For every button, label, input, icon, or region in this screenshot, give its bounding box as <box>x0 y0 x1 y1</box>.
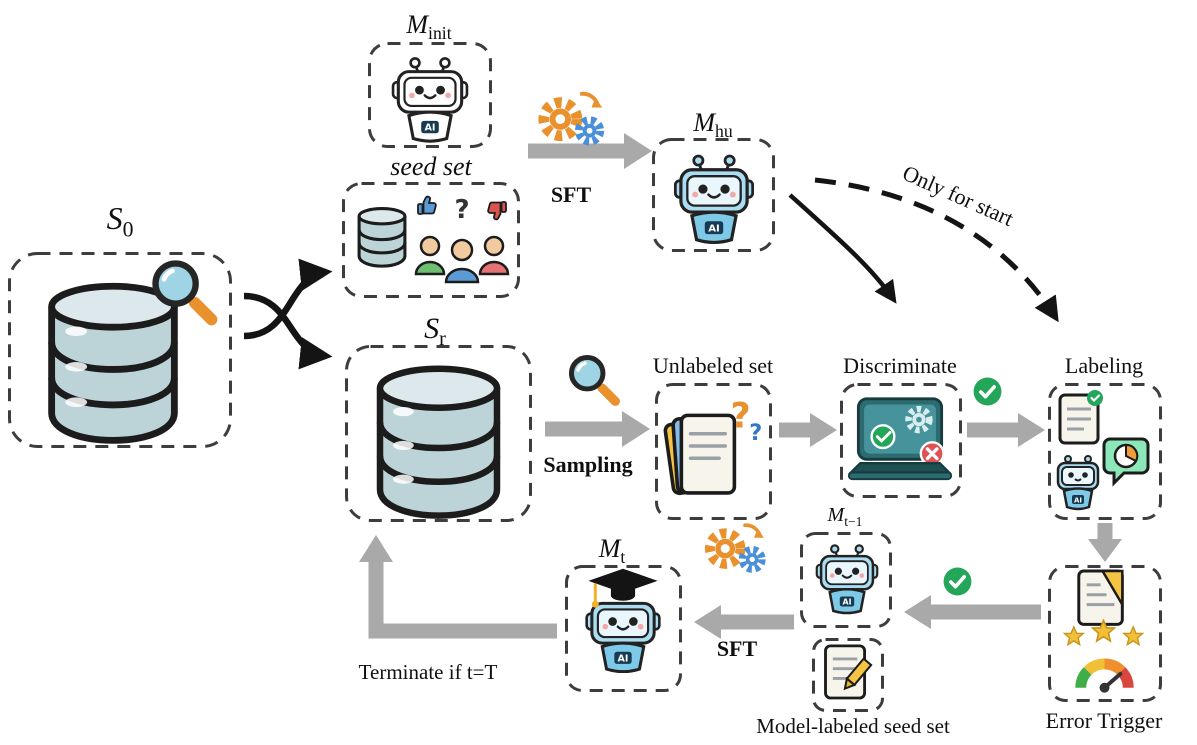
arrow-sampling-head <box>622 411 650 447</box>
magnifier-icon <box>152 260 218 326</box>
model-labeled-seed-set-label: Model-labeled seed set <box>756 714 950 738</box>
gears-icon <box>704 523 766 573</box>
stars-icon <box>1062 618 1145 647</box>
arrow-utd-head <box>810 413 837 447</box>
node-seed-set: ? <box>342 182 520 298</box>
unlabeled-set-label: Unlabeled set <box>652 353 774 378</box>
s0-label: S0 <box>106 200 134 242</box>
arrow-dtl-head <box>1018 413 1045 447</box>
s-r-label: Sr <box>424 312 446 350</box>
labeled-doc-icon <box>824 644 873 700</box>
curve-mhu-to-discriminate <box>788 193 897 304</box>
labeling-label: Labeling <box>1064 353 1144 378</box>
gears-icon <box>538 91 605 146</box>
question-mark-big: ? <box>730 397 750 437</box>
error-trigger-icon <box>1062 569 1145 693</box>
ai-badge: AI <box>424 123 435 134</box>
m-t-minus-1-box-border <box>800 532 892 628</box>
sampling-label: Sampling <box>543 452 633 477</box>
arrow-sft-bottom-head <box>694 605 721 639</box>
m-init-label: Minit <box>406 10 452 44</box>
s0-box-border <box>8 252 232 448</box>
labeling-icon: AI <box>1056 390 1150 511</box>
node-m-init: AI <box>368 42 492 148</box>
database-icon <box>357 207 407 268</box>
sft-bottom-label: SFT <box>716 636 758 661</box>
arrow-sft-top-head <box>624 133 652 169</box>
database-icon <box>376 365 501 519</box>
m-hu-box-border <box>652 138 775 252</box>
ai-badge: AI <box>618 653 629 664</box>
seed-set-label: seed set <box>390 152 472 181</box>
check-circle-icon <box>943 567 972 596</box>
model-labeled-doc-box-border <box>812 638 884 712</box>
node-s-r <box>345 345 532 522</box>
m-t-box-border <box>565 565 682 692</box>
node-discriminate <box>840 383 962 498</box>
sft-top-label: SFT <box>550 182 592 207</box>
unlabeled-box-border <box>655 383 772 520</box>
magnifier-icon <box>568 354 620 406</box>
people-icons <box>414 235 510 284</box>
node-labeling: AI <box>1048 383 1162 520</box>
curve-only-for-start <box>814 177 1059 323</box>
graduation-cap-icon <box>588 568 658 608</box>
seed-set-box-border <box>342 182 520 298</box>
ai-badge: AI <box>1074 497 1082 505</box>
arrow-loop-back-head <box>359 535 393 562</box>
m-t-minus-1-label: Mt−1 <box>827 504 863 529</box>
robot-blue-icon: AI <box>1056 455 1100 511</box>
m-init-box-border <box>368 42 492 148</box>
arrow-ets-head <box>904 595 931 629</box>
node-model-labeled-doc <box>812 638 884 712</box>
arrow-loop-back <box>368 560 557 639</box>
m-hu-label: Mhu <box>693 108 733 142</box>
thumb-up-icon <box>417 195 437 215</box>
database-icon <box>48 282 178 444</box>
node-unlabeled-set: ? ? <box>655 383 772 520</box>
shuffle-arrow-down <box>243 292 333 370</box>
flow-arrows <box>359 133 1122 639</box>
labeling-box-border <box>1048 383 1162 520</box>
shuffle-arrow-up <box>243 258 333 340</box>
terminate-label: Terminate if t=T <box>358 660 498 684</box>
unlabeled-docs-icon: ? ? <box>663 397 762 496</box>
m-t-label: Mt <box>598 534 626 568</box>
error-trigger-label: Error Trigger <box>1045 708 1163 733</box>
robot-graduate-icon: AI <box>585 568 661 673</box>
robot-white-icon: AI <box>391 57 469 143</box>
thumb-down-icon <box>487 201 507 221</box>
shuffle-arrows <box>243 258 333 370</box>
check-circle-icon <box>973 377 1002 406</box>
node-m-hu: AI <box>652 138 775 252</box>
discriminator-screen-icon <box>847 397 953 481</box>
node-m-t-minus-1: AI <box>800 532 892 628</box>
ai-badge: AI <box>708 223 720 234</box>
dashed-borders <box>8 42 1162 712</box>
robot-blue-icon: AI <box>815 544 879 615</box>
ai-badge: AI <box>842 597 851 606</box>
robot-blue-icon: AI <box>585 601 661 673</box>
human-feedback-icon: ? <box>414 195 510 284</box>
robot-blue-icon: AI <box>673 154 755 245</box>
s-r-box-border <box>345 345 532 522</box>
node-error-trigger <box>1048 565 1162 702</box>
question-mark: ? <box>454 195 469 225</box>
error-trigger-box-border <box>1048 565 1162 702</box>
arrow-lte-head <box>1088 539 1122 562</box>
question-mark-small: ? <box>749 420 762 446</box>
discriminate-label: Discriminate <box>843 353 957 378</box>
node-m-t: AI <box>565 565 682 692</box>
pencil-icon <box>843 657 873 691</box>
gauge-icon <box>1075 658 1134 689</box>
node-s0 <box>8 252 232 448</box>
